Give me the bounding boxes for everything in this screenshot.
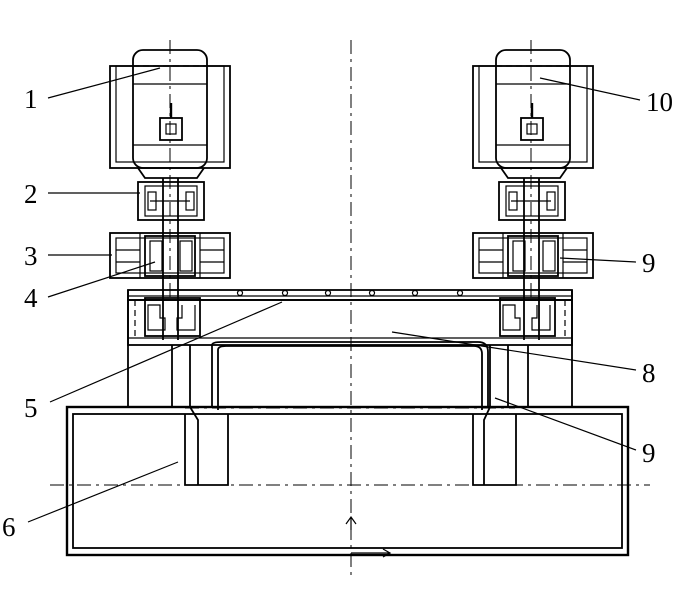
label-6: 6 [2,512,16,542]
part-labels: 1 2 3 4 5 6 8 9 9 10 [2,84,673,542]
label-1: 1 [24,84,38,114]
label-2: 2 [24,179,38,209]
frame-channel [127,289,573,485]
label-8: 8 [642,358,656,388]
label-4: 4 [24,283,38,313]
right-drive [472,49,594,340]
label-5: 5 [24,393,38,423]
label-10: 10 [646,87,673,117]
left-drive [109,49,231,340]
label-3: 3 [24,241,38,271]
plate-bolts [236,289,464,297]
leader-lines [27,67,641,523]
label-9-tube: 9 [642,438,656,468]
bottom-tank [65,405,630,558]
label-9-valve: 9 [642,248,656,278]
center-lines [50,40,650,578]
